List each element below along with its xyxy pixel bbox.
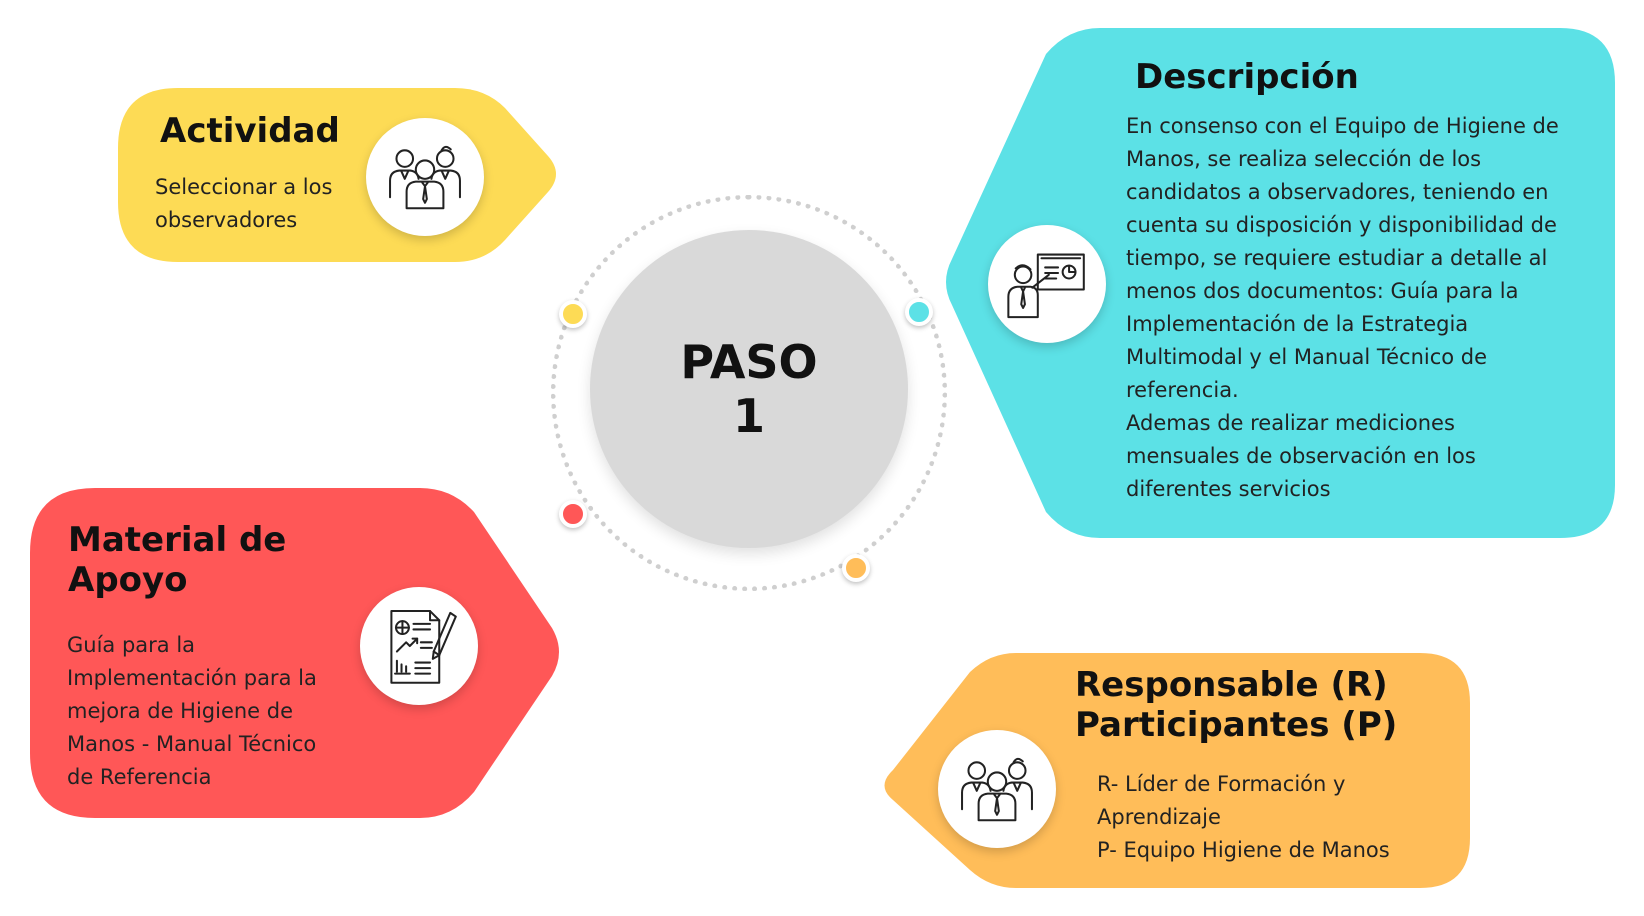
material-shape [30, 488, 559, 818]
descripcion-body-line: diferentes servicios [1126, 477, 1331, 501]
descripcion-shape [946, 28, 1615, 538]
actividad-body: Seleccionar a los observadores [155, 171, 332, 237]
dotted-ring [551, 195, 947, 591]
team-icon [961, 757, 1033, 822]
material-icon-circle [360, 587, 478, 705]
material-body-line: Manos - Manual Técnico [67, 732, 317, 756]
document-icon [390, 610, 457, 684]
red-dot [559, 500, 587, 528]
descripcion-title: Descripción [1135, 57, 1359, 97]
presentation-icon [1007, 253, 1085, 319]
actividad-icon-circle [366, 118, 484, 236]
descripcion-icon-circle [988, 225, 1106, 343]
descripcion-body-line: Ademas de realizar mediciones [1126, 411, 1455, 435]
material-title-line2: Apoyo [68, 560, 188, 600]
material-body: Guía para la Implementación para la mejo… [67, 629, 317, 794]
descripcion-body-line: Implementación de la Estrategia [1126, 312, 1469, 336]
material-body-line: Implementación para la [67, 666, 317, 690]
responsable-title-line1: Responsable (R) [1075, 665, 1388, 705]
descripcion-body-line: referencia. [1126, 378, 1239, 402]
material-body-line: Guía para la [67, 633, 196, 657]
responsable-body-line: R- Líder de Formación y [1097, 772, 1346, 796]
actividad-title: Actividad [160, 111, 340, 151]
center-label: PASO 1 [590, 335, 908, 443]
responsable-body-line: Aprendizaje [1097, 805, 1221, 829]
responsable-icon-circle [938, 730, 1056, 848]
team-icon [389, 145, 461, 210]
descripcion-body-line: menos dos documentos: Guía para la [1126, 279, 1519, 303]
yellow-dot [559, 300, 587, 328]
center-circle [590, 230, 908, 548]
descripcion-body: En consenso con el Equipo de Higiene de … [1126, 110, 1559, 506]
descripcion-body-line: tiempo, se requiere estudiar a detalle a… [1126, 246, 1548, 270]
material-title-line1: Material de [68, 520, 287, 560]
material-body-line: mejora de Higiene de [67, 699, 294, 723]
cyan-dot [905, 298, 933, 326]
orange-dot [842, 554, 870, 582]
actividad-body-line: observadores [155, 208, 298, 232]
responsable-title-line2: Participantes (P) [1075, 705, 1398, 745]
center-label-line2: 1 [732, 389, 765, 443]
responsable-body: R- Líder de Formación y Aprendizaje P- E… [1097, 768, 1390, 867]
descripcion-body-line: En consenso con el Equipo de Higiene de [1126, 114, 1559, 138]
descripcion-body-line: Multimodal y el Manual Técnico de [1126, 345, 1488, 369]
center-label-line1: PASO [680, 335, 818, 389]
responsable-title: Responsable (R) Participantes (P) [1075, 665, 1397, 745]
descripcion-body-line: cuenta su disposición y disponibilidad d… [1126, 213, 1557, 237]
descripcion-body-line: Manos, se realiza selección de los [1126, 147, 1482, 171]
material-title: Material de Apoyo [68, 520, 286, 600]
material-body-line: de Referencia [67, 765, 212, 789]
descripcion-body-line: candidatos a observadores, teniendo en [1126, 180, 1549, 204]
descripcion-body-line: mensuales de observación en los [1126, 444, 1476, 468]
responsable-body-line: P- Equipo Higiene de Manos [1097, 838, 1390, 862]
actividad-body-line: Seleccionar a los [155, 175, 333, 199]
